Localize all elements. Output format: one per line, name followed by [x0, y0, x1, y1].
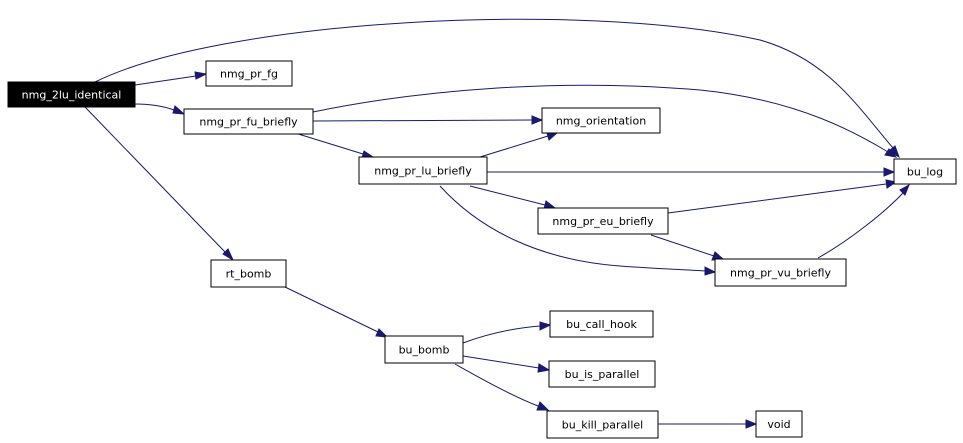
edge-2lu-to-rt-bomb: [84, 106, 226, 253]
node-nmg-2lu-identical[interactable]: nmg_2lu_identical: [7, 81, 136, 108]
edge-pr-vu-to-bu-log: [817, 192, 904, 259]
node-bu-kill-parallel[interactable]: bu_kill_parallel: [546, 410, 659, 439]
node-bu-call-hook[interactable]: bu_call_hook: [549, 310, 654, 338]
node-bu-log[interactable]: bu_log: [893, 158, 957, 185]
edge-pr-lu-to-orientation: [479, 135, 549, 158]
node-label: bu_is_parallel: [565, 368, 640, 381]
node-nmg-pr-fu-briefly[interactable]: nmg_pr_fu_briefly: [183, 108, 314, 135]
node-void[interactable]: void: [755, 410, 803, 438]
edge-bu-bomb-to-is-parallel: [462, 355, 540, 369]
node-bu-is-parallel[interactable]: bu_is_parallel: [548, 360, 656, 388]
node-nmg-pr-eu-briefly[interactable]: nmg_pr_eu_briefly: [537, 207, 669, 235]
arrowhead-icon: [172, 105, 186, 115]
arrowhead-icon: [546, 132, 559, 141]
node-label: nmg_orientation: [556, 115, 646, 128]
edge-pr-eu-to-pr-vu: [650, 234, 715, 257]
node-nmg-pr-lu-briefly[interactable]: nmg_pr_lu_briefly: [358, 156, 488, 185]
arrowhead-icon: [531, 115, 544, 125]
node-label: nmg_pr_vu_briefly: [730, 267, 831, 280]
edge-2lu-to-pr-fg: [134, 75, 197, 86]
call-graph-nodes: nmg_2lu_identical nmg_pr_fg nmg_pr_fu_br…: [7, 60, 957, 439]
node-bu-bomb[interactable]: bu_bomb: [384, 335, 464, 364]
edge-bu-bomb-to-kill-parallel: [454, 363, 539, 407]
node-label: nmg_pr_lu_briefly: [374, 165, 472, 178]
node-rt-bomb[interactable]: rt_bomb: [210, 259, 287, 288]
node-nmg-pr-vu-briefly[interactable]: nmg_pr_vu_briefly: [714, 258, 847, 287]
edge-pr-fu-to-pr-lu: [294, 132, 364, 155]
arrowhead-icon: [222, 248, 235, 262]
arrowhead-icon: [536, 401, 550, 411]
edge-2lu-to-pr-fu: [134, 103, 175, 111]
node-label: rt_bomb: [226, 268, 272, 281]
arrowhead-icon: [745, 419, 758, 429]
edge-pr-fu-to-orientation: [312, 119, 533, 122]
node-label: bu_log: [907, 166, 943, 179]
node-label: nmg_pr_fu_briefly: [199, 116, 298, 129]
edge-bu-bomb-to-call-hook: [462, 325, 541, 344]
arrowhead-icon: [883, 167, 896, 177]
arrowhead-icon: [539, 321, 552, 331]
edge-pr-lu-to-pr-vu: [439, 185, 706, 272]
arrowhead-icon: [375, 328, 389, 338]
node-label: bu_call_hook: [566, 318, 637, 331]
arrowhead-icon: [884, 148, 898, 158]
arrowhead-icon: [899, 183, 910, 196]
edge-pr-eu-to-bu-log: [667, 183, 887, 214]
node-nmg-pr-fg[interactable]: nmg_pr_fg: [205, 60, 293, 87]
node-label: nmg_pr_fg: [220, 68, 278, 81]
edge-pr-lu-to-pr-eu: [469, 185, 546, 206]
node-nmg-orientation[interactable]: nmg_orientation: [541, 107, 661, 134]
edge-rt-bomb-to-bu-bomb: [284, 286, 379, 333]
arrowhead-icon: [194, 71, 208, 80]
edge-2lu-to-bu-log: [94, 18, 894, 149]
arrowhead-icon: [704, 266, 717, 276]
node-label: bu_bomb: [399, 344, 450, 357]
node-label: nmg_2lu_identical: [22, 89, 122, 102]
edge-pr-fu-to-bu-log: [312, 84, 889, 153]
arrowhead-icon: [537, 363, 551, 373]
call-graph-edges: [84, 18, 910, 429]
node-label: void: [767, 418, 790, 431]
node-label: nmg_pr_eu_briefly: [552, 215, 654, 228]
node-label: bu_kill_parallel: [562, 419, 643, 432]
